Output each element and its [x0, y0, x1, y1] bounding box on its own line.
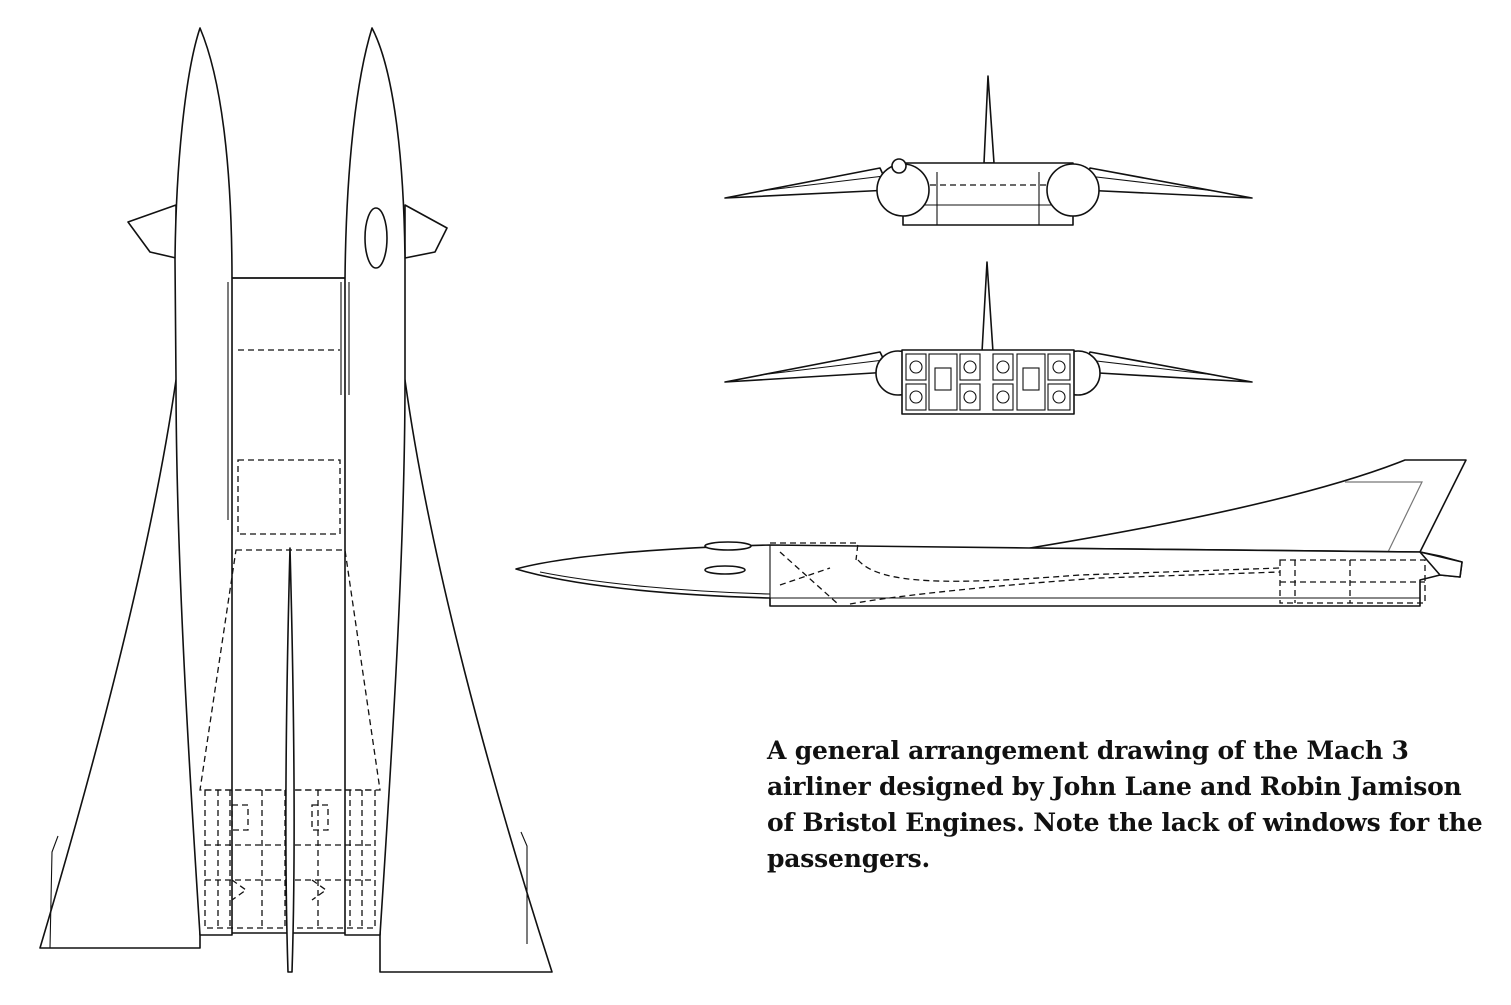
plan-right-wing [379, 379, 553, 973]
rear-view [724, 261, 1253, 415]
side-canopy-lower [704, 565, 746, 575]
side-tail-fin [1029, 459, 1467, 553]
plan-right-boom [344, 27, 406, 936]
front-right-wing [1081, 167, 1253, 199]
plan-right-wingtip-fin [520, 831, 528, 944]
front-fin [983, 75, 995, 164]
plan-cockpit-canopy [364, 207, 388, 269]
plan-dashed-bay-2 [199, 549, 381, 791]
plan-left-boom [174, 27, 233, 936]
plan-right-canard [404, 204, 448, 259]
rear-right-wing [1081, 351, 1253, 383]
side-lower-dashed [849, 571, 1281, 605]
caption-line-2: airliner designed by John Lane and Robin… [767, 772, 1462, 801]
plan-view [39, 27, 553, 973]
front-right-wing-line [1087, 175, 1216, 192]
front-left-wing [724, 167, 891, 199]
plan-dashed-bay-1 [237, 459, 341, 535]
rear-fin [981, 261, 994, 353]
side-canopy-upper [704, 541, 752, 551]
rear-right-wing-line [1087, 359, 1216, 376]
plan-left-wingtip-fin [49, 835, 59, 949]
plan-left-wing [39, 379, 201, 949]
plan-left-canard [127, 204, 177, 259]
caption: A general arrangement drawing of the Mac… [767, 733, 1487, 877]
caption-line-4: passengers. [767, 844, 931, 873]
rear-left-wing [724, 351, 891, 383]
front-left-wing-line [759, 175, 885, 192]
side-tail-cone [1419, 551, 1463, 578]
front-left-cockpit-bulge [891, 158, 907, 174]
side-fuselage [515, 544, 1463, 607]
side-tail-fin-inner [1345, 481, 1423, 553]
rear-left-wing-line [759, 359, 885, 376]
front-right-engine-nacelle [1046, 163, 1100, 217]
side-nose-lower-line [539, 571, 771, 595]
plan-central-fin [285, 547, 295, 973]
caption-line-1: A general arrangement drawing of the Mac… [767, 736, 1409, 765]
rear-engine-exhausts [905, 353, 1071, 411]
front-view [724, 75, 1253, 226]
caption-line-3: of Bristol Engines. Note the lack of win… [767, 808, 1483, 837]
side-view [515, 459, 1467, 607]
side-engine-exhaust-lines [1280, 560, 1425, 603]
